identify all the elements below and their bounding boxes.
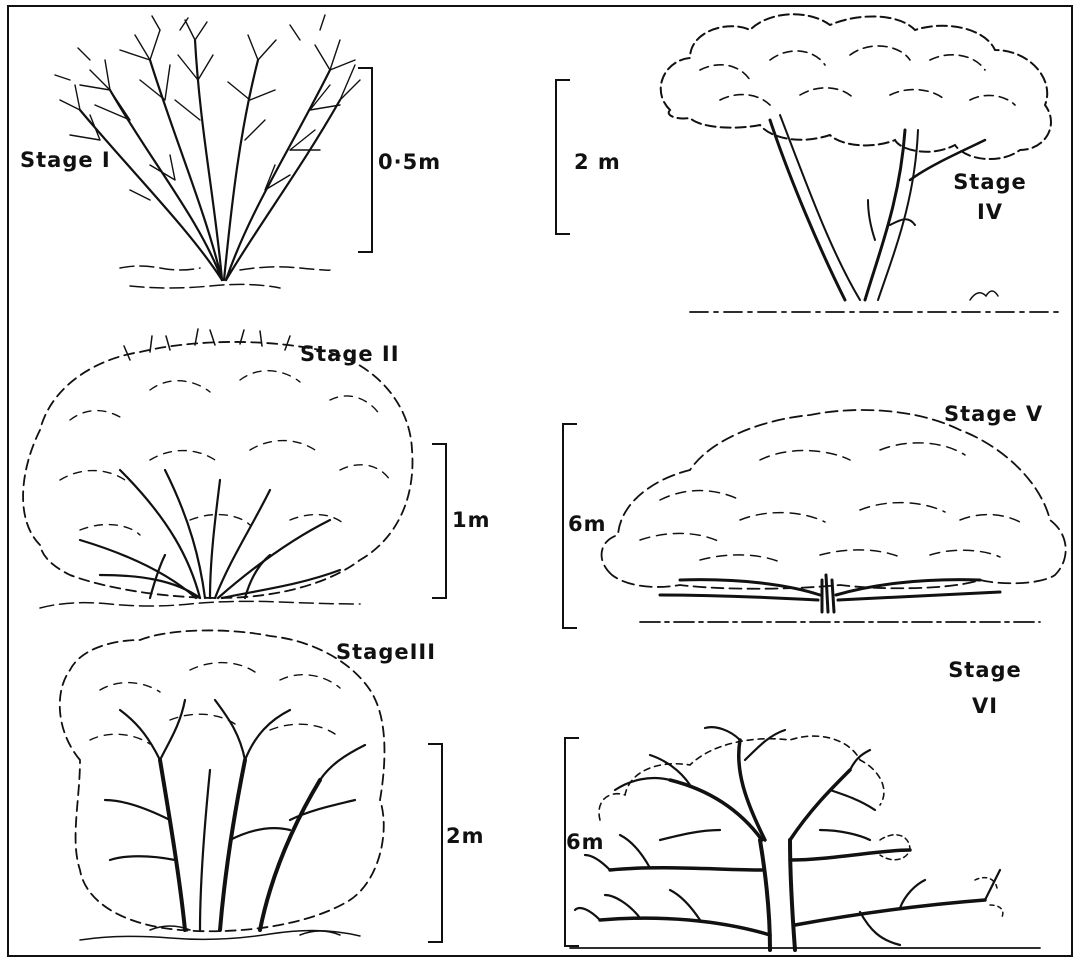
stage-2-height-label: 1m <box>452 508 491 532</box>
stage-6-label-line1: Stage <box>940 658 1030 682</box>
stage-1-label: Stage I <box>20 148 111 172</box>
stage-6-label-line2: VI <box>940 694 1030 718</box>
stage-2-scale-bar <box>432 444 446 598</box>
stage-2-illustration <box>23 329 412 608</box>
stage-5-illustration <box>602 410 1066 622</box>
stage-2-label: Stage II <box>300 342 400 366</box>
stage-5-height-label: 6m <box>568 512 607 536</box>
stage-5-label: Stage V <box>944 402 1043 426</box>
stage-4-height-label: 2 m <box>574 150 621 174</box>
stage-1-scale-bar <box>358 68 372 252</box>
stage-6-height-label: 6m <box>566 830 605 854</box>
stage-4-illustration <box>661 14 1060 312</box>
stage-4-label-line1: Stage <box>950 170 1030 194</box>
stage-3-height-label: 2m <box>446 824 485 848</box>
stage-4-label-line2: IV <box>950 200 1030 224</box>
stage-1-height-label: 0·5m <box>378 150 441 174</box>
stage-4-scale-bar <box>556 80 570 234</box>
stage-3-label: StageIII <box>336 640 436 664</box>
stage-6-illustration <box>570 727 1040 950</box>
stage-3-illustration <box>60 630 385 940</box>
stage-3-scale-bar <box>428 744 442 942</box>
